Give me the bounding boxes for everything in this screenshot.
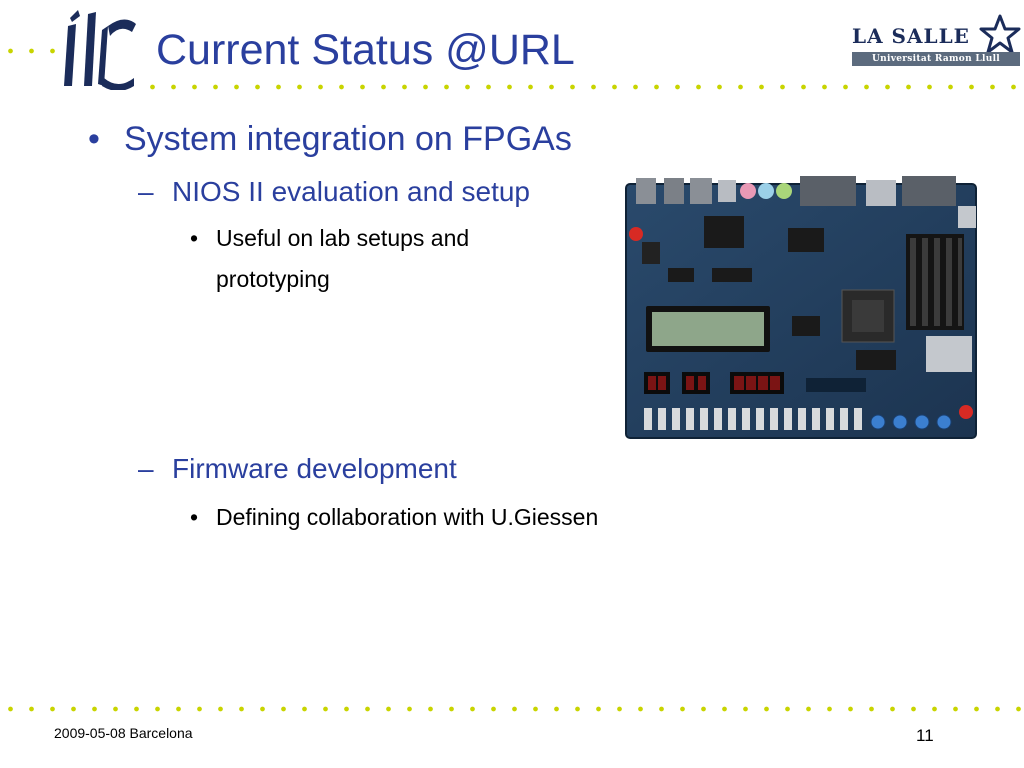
bullet-useful-lab-continued: prototyping	[216, 266, 330, 292]
dash-marker: –	[138, 176, 154, 207]
dash-marker: –	[138, 453, 154, 484]
dotted-rule-left	[0, 48, 62, 54]
bullet-text: Useful on lab setups and	[216, 225, 470, 251]
bullet-marker: •	[190, 225, 199, 251]
bullet-text: NIOS II evaluation and setup	[172, 176, 530, 207]
bullet-text: Defining collaboration with U.Giessen	[216, 504, 599, 530]
bullet-useful-lab: • Useful on lab setups and	[190, 225, 469, 252]
bullet-firmware: –Firmware development	[138, 453, 457, 485]
slide-title: Current Status @URL	[156, 26, 575, 74]
bullet-text: System integration on FPGAs	[124, 120, 572, 158]
dotted-rule-bottom	[0, 706, 1024, 712]
bullet-nios-ii: –NIOS II evaluation and setup	[138, 176, 530, 208]
fpga-board-image	[625, 176, 977, 439]
page-number: 11	[916, 726, 934, 745]
dotted-rule-top	[142, 84, 1022, 90]
la-salle-name: LA SALLE	[852, 24, 970, 48]
footer-date-location: 2009-05-08 Barcelona	[54, 725, 193, 741]
star-icon	[979, 14, 1021, 54]
bullet-collaboration: • Defining collaboration with U.Giessen	[190, 504, 598, 531]
ilc-logo	[64, 10, 136, 90]
bullet-marker: •	[190, 504, 199, 530]
bullet-system-integration: • System integration on FPGAs	[88, 120, 572, 159]
la-salle-logo: LA SALLE Universitat Ramon Llull	[852, 14, 1022, 66]
la-salle-subtitle: Universitat Ramon Llull	[852, 52, 1020, 66]
bullet-text: Firmware development	[172, 453, 457, 484]
bullet-marker: •	[88, 120, 100, 158]
